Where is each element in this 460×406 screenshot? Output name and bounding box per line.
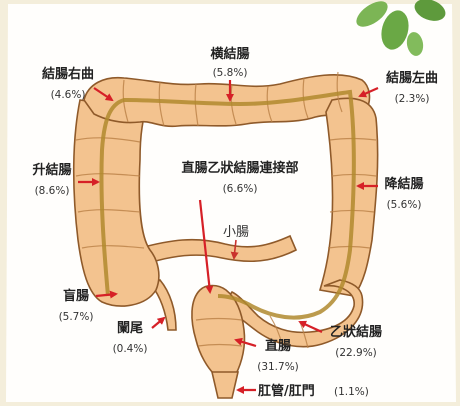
pct-hepatic-flexure: (4.6%) (51, 89, 86, 101)
pct-splenic-flexure: (2.3%) (395, 93, 430, 105)
pct-rectosigmoid-junction: (6.6%) (223, 183, 258, 195)
pct-rectum: (31.7%) (257, 361, 299, 373)
label-rectosigmoid-junction: 直腸乙狀結腸連接部 (181, 160, 298, 176)
pct-appendix: (0.4%) (113, 343, 148, 355)
label-ascending-colon: 升結腸 (32, 162, 71, 178)
label-splenic-flexure: 結腸左曲 (386, 70, 438, 86)
label-sigmoid-colon: 乙狀結腸 (330, 324, 382, 340)
label-descending-colon: 降結腸 (384, 176, 423, 192)
pct-descending-colon: (5.6%) (387, 199, 422, 211)
pct-cecum: (5.7%) (59, 311, 94, 323)
pct-transverse-colon: (5.8%) (213, 67, 248, 79)
pct-anal-canal: (1.1%) (334, 386, 369, 398)
label-appendix: 闌尾 (117, 321, 143, 336)
label-cecum: 盲腸 (63, 288, 89, 304)
label-transverse-colon: 横結腸 (210, 46, 249, 62)
label-small-intestine: 小腸 (223, 225, 249, 240)
label-rectum: 直腸 (265, 338, 291, 354)
pct-ascending-colon: (8.6%) (35, 185, 70, 197)
label-anal-canal: 肛管/肛門 (258, 383, 315, 399)
pct-sigmoid-colon: (22.9%) (335, 347, 377, 359)
label-hepatic-flexure: 結腸右曲 (42, 66, 94, 82)
